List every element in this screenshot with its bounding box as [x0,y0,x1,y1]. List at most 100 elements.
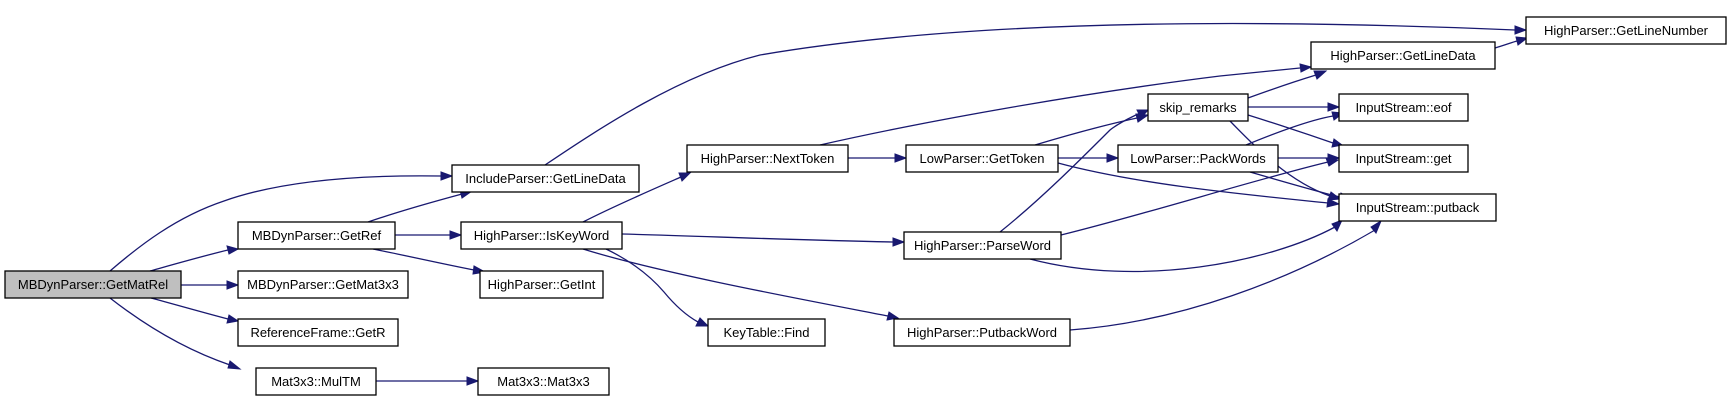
node-packwords[interactable]: LowParser::PackWords [1117,144,1279,173]
node-getlinenumber[interactable]: HighParser::GetLineNumber [1525,16,1727,45]
edge-line [1245,115,1334,146]
node-label: HighParser::NextToken [701,151,835,166]
call-nodes: MBDynParser::GetMatRelIncludeParser::Get… [4,16,1727,396]
node-label: LowParser::PackWords [1130,151,1266,166]
node-lowparser-gettoken[interactable]: LowParser::GetToken [905,144,1059,173]
node-box [1338,193,1497,222]
node-label: Mat3x3::Mat3x3 [497,374,590,389]
node-box [893,318,1071,347]
edge-arrowhead [1327,153,1341,163]
node-label: KeyTable::Find [724,325,810,340]
edge-line [582,176,682,223]
edge-line [621,233,894,243]
node-box [451,164,640,193]
edge-high_getlinedata-to-getlinenumber [1494,36,1529,49]
edge-line [1247,74,1317,99]
node-label: InputStream::eof [1355,100,1451,115]
edge-arrowhead [1299,63,1313,73]
edge-line [819,67,1301,146]
edge-line [544,22,1516,166]
node-keytable-find[interactable]: KeyTable::Find [707,318,826,347]
edge-lowparser_gettoken-to-skip_remarks [1034,113,1150,146]
edge-getmatrel-to-getref [149,245,240,272]
edge-arrowhead [449,230,463,240]
edge-line [109,175,442,272]
call-edges [109,22,1529,386]
edge-line [999,112,1141,233]
edge-arrowhead [1331,219,1343,232]
node-label: HighParser::PutbackWord [907,325,1057,340]
edge-nexttoken-to-lowparser_gettoken [848,153,908,163]
edge-iskeyword-to-putbackword [582,248,900,321]
edge-line [372,248,475,271]
node-putbackword[interactable]: HighParser::PutbackWord [893,318,1071,347]
node-multm[interactable]: Mat3x3::MulTM [255,367,377,396]
edge-arrowhead [892,237,906,247]
edge-line [109,297,231,366]
node-label: HighParser::GetLineData [1330,48,1476,63]
node-getint[interactable]: HighParser::GetInt [479,270,604,299]
node-box [1525,16,1727,45]
node-parseword[interactable]: HighParser::ParseWord [903,231,1062,260]
node-box [479,270,604,299]
node-box [707,318,826,347]
edge-putbackword-to-putback [1069,219,1383,331]
node-box [905,144,1059,173]
edge-skip_remarks-to-high_getlinedata [1247,70,1328,99]
edge-skip_remarks-to-get [1247,114,1344,148]
edge-arrowhead [678,172,692,182]
edge-line [1060,161,1329,236]
edge-getmatrel-to-include_getlinedata [109,171,454,272]
edge-lowparser_gettoken-to-putback [1057,162,1341,208]
node-label: HighParser::ParseWord [914,238,1051,253]
edge-getref-to-getint [372,248,487,275]
edge-include_getlinedata-to-getlinenumber [544,22,1528,166]
edge-line [149,249,229,272]
edge-iskeyword-to-parseword [621,233,906,247]
edge-arrowhead [1327,102,1341,112]
node-label: InputStream::get [1355,151,1451,166]
node-label: Mat3x3::MulTM [271,374,361,389]
node-box [1147,93,1249,122]
node-iskeyword[interactable]: HighParser::IsKeyWord [460,221,623,250]
edge-nexttoken-to-high_getlinedata [819,63,1313,146]
edge-line [367,193,463,223]
node-refframe-getr[interactable]: ReferenceFrame::GetR [237,318,399,347]
node-box [255,367,377,396]
edge-arrowhead [894,153,908,163]
node-get[interactable]: InputStream::get [1338,144,1469,173]
node-getref[interactable]: MBDynParser::GetRef [237,221,396,250]
edge-arrowhead [695,317,710,327]
node-box [237,221,396,250]
node-box [237,270,409,299]
node-box [237,318,399,347]
edge-packwords-to-eof [1245,111,1345,146]
edge-getref-to-include_getlinedata [367,189,474,223]
edge-parseword-to-putback [1029,219,1343,273]
node-box [1117,144,1279,173]
node-label: HighParser::IsKeyWord [474,228,610,243]
edge-arrowhead [440,171,454,181]
node-skip-remarks[interactable]: skip_remarks [1147,93,1249,122]
node-getmat3x3[interactable]: MBDynParser::GetMat3x3 [237,270,409,299]
node-include-getlinedata[interactable]: IncludeParser::GetLineData [451,164,640,193]
edge-iskeyword-to-nexttoken [582,172,692,223]
edge-getmatrel-to-refframe_getr [150,297,240,324]
node-label: HighParser::GetLineNumber [1544,23,1709,38]
edge-multm-to-mat3x3 [376,376,480,386]
node-putback[interactable]: InputStream::putback [1338,193,1497,222]
node-label: HighParser::GetInt [488,277,596,292]
edge-iskeyword-to-keytable_find [605,248,710,327]
node-eof[interactable]: InputStream::eof [1338,93,1469,122]
edge-arrowhead [1370,219,1383,234]
node-high-getlinedata[interactable]: HighParser::GetLineData [1310,41,1496,70]
node-nexttoken[interactable]: HighParser::NextToken [686,144,849,173]
edge-arrowhead [1514,25,1528,35]
edge-line [1057,162,1329,204]
edge-line [1247,114,1334,144]
edge-arrowhead [1313,70,1328,80]
edge-getmatrel-to-getmat3x3 [181,280,240,290]
node-label: MBDynParser::GetMat3x3 [247,277,399,292]
node-mat3x3[interactable]: Mat3x3::Mat3x3 [477,367,610,396]
